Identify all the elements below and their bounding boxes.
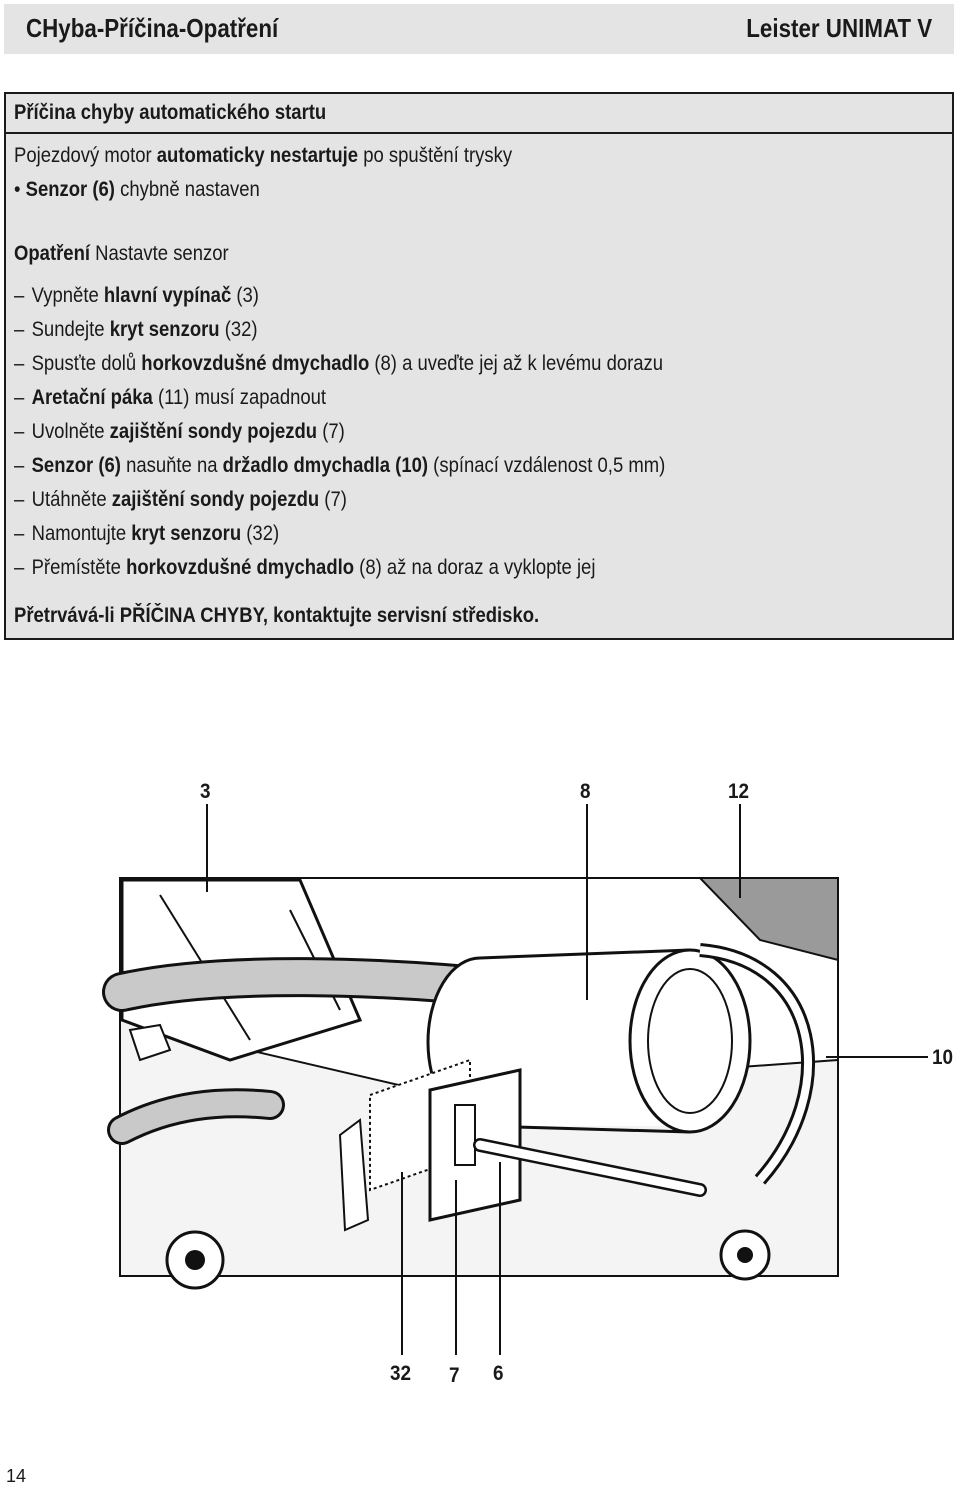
troubleshooting-box: Příčina chyby automatického startu Pojez… [4, 92, 954, 640]
dash-icon: – [14, 318, 25, 341]
step-text: Přemístěte [31, 556, 127, 579]
step-text: (7) [317, 420, 345, 443]
step-text: nasuňte na [120, 454, 223, 477]
guide-plate [697, 877, 839, 962]
step-emphasis: Aretační páka [31, 386, 153, 409]
problem-emphasis: automaticky nestartuje [156, 144, 359, 167]
locking-lever [338, 1118, 370, 1232]
problem-text-end: po spuštění trysky [358, 144, 513, 167]
callout-3: 3 [200, 780, 211, 803]
box-title-bar: Příčina chyby automatického startu [6, 94, 952, 134]
bullet-icon: • [14, 178, 21, 201]
step-emphasis: zajištění sondy pojezdu [111, 488, 320, 511]
measure-text: Nastavte senzor [89, 242, 229, 265]
product-name: Leister UNIMAT V [746, 13, 932, 43]
step-text: Utáhněte [31, 488, 112, 511]
step-3: –Spusťte dolů horkovzdušné dmychadlo (8)… [14, 352, 663, 376]
step-emphasis: zajištění sondy pojezdu [109, 420, 318, 443]
measure-label: Opatření [14, 242, 90, 265]
step-text: (11) musí zapadnout [152, 386, 327, 409]
step-4: –Aretační páka (11) musí zapadnout [14, 386, 326, 410]
technical-illustration: 3 8 12 10 32 7 6 [0, 760, 960, 1420]
step-emphasis: kryt senzoru [109, 318, 220, 341]
dash-icon: – [14, 284, 25, 307]
step-2: –Sundejte kryt senzoru (32) [14, 318, 258, 342]
step-8: –Namontujte kryt senzoru (32) [14, 522, 279, 546]
sensor-probe [454, 1104, 476, 1166]
cause-emphasis: Senzor (6) [25, 178, 115, 201]
step-text: (8) a uveďte jej až k levému dorazu [369, 352, 664, 375]
callout-32: 32 [390, 1362, 412, 1385]
dash-icon: – [14, 556, 25, 579]
dash-icon: – [14, 386, 25, 409]
step-emphasis: Senzor (6) [31, 454, 121, 477]
box-title: Příčina chyby automatického startu [14, 101, 327, 124]
callout-6: 6 [493, 1362, 504, 1385]
step-text: (8) až na doraz a vyklopte jej [354, 556, 596, 579]
step-text: Sundejte [31, 318, 110, 341]
dash-icon: – [14, 420, 25, 443]
step-emphasis: horkovzdušné dmychadlo [141, 352, 370, 375]
step-7: –Utáhněte zajištění sondy pojezdu (7) [14, 488, 347, 512]
step-text: (7) [319, 488, 347, 511]
cause-text: chybně nastaven [114, 178, 260, 201]
step-5: –Uvolněte zajištění sondy pojezdu (7) [14, 420, 345, 444]
callout-7: 7 [449, 1364, 460, 1387]
step-emphasis: kryt senzoru [131, 522, 242, 545]
service-footer: Přetrvává-li PŘÍČINA CHYBY, kontaktujte … [14, 604, 540, 627]
callout-8: 8 [580, 780, 591, 803]
dash-icon: – [14, 522, 25, 545]
dash-icon: – [14, 454, 25, 477]
step-text: Uvolněte [31, 420, 110, 443]
step-text: (3) [231, 284, 259, 307]
step-9: –Přemístěte horkovzdušné dmychadlo (8) a… [14, 556, 595, 580]
step-6: –Senzor (6) nasuňte na držadlo dmychadla… [14, 454, 665, 478]
machine-drawing [102, 804, 928, 1355]
step-text: (spínací vzdálenost 0,5 mm) [428, 454, 666, 477]
callout-10: 10 [932, 1046, 954, 1069]
page-number: 14 [6, 1466, 27, 1486]
problem-line: Pojezdový motor automaticky nestartuje p… [14, 144, 512, 168]
dash-icon: – [14, 352, 25, 375]
hex-nut [128, 1023, 172, 1062]
step-emphasis: horkovzdušné dmychadlo [126, 556, 355, 579]
page-header: CHyba-Příčina-Opatření Leister UNIMAT V [4, 4, 954, 54]
step-text: Vypněte [31, 284, 104, 307]
page-title: CHyba-Příčina-Opatření [26, 13, 279, 43]
step-1: –Vypněte hlavní vypínač (3) [14, 284, 259, 308]
step-text: (32) [241, 522, 280, 545]
step-emphasis: držadlo dmychadla (10) [222, 454, 429, 477]
cause-line: • Senzor (6) chybně nastaven [14, 178, 260, 202]
measure-line: Opatření Nastavte senzor [14, 242, 229, 266]
dash-icon: – [14, 488, 25, 511]
step-text: Spusťte dolů [31, 352, 142, 375]
step-emphasis: hlavní vypínač [103, 284, 232, 307]
callout-12: 12 [728, 780, 750, 803]
problem-text: Pojezdový motor [14, 144, 157, 167]
step-text: Namontujte [31, 522, 132, 545]
step-text: (32) [219, 318, 258, 341]
